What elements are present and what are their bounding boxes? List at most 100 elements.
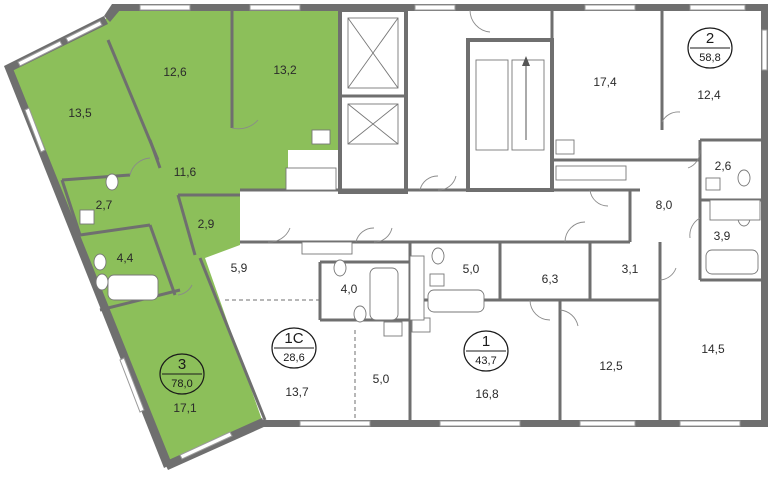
window-icon [24, 107, 46, 153]
kitchen-counter [409, 255, 425, 321]
room-area-label: 14,5 [701, 342, 725, 356]
room-area-label: 4,4 [117, 251, 134, 265]
apartment-badge-1[interactable]: 1 43,7 [463, 330, 509, 372]
apartment-total-area: 43,7 [475, 355, 496, 367]
room-area-label: 4,0 [341, 282, 358, 296]
wall-segment [4, 66, 172, 468]
elevator-icon [347, 103, 399, 145]
door-swing-icon [355, 227, 375, 243]
wall-segment [79, 223, 151, 237]
toilet-icon [105, 173, 119, 191]
bathtub-icon [705, 249, 759, 275]
wall-segment [761, 4, 768, 427]
door-swing-icon [267, 227, 291, 243]
apartment-badge-3[interactable]: 3 78,0 [159, 353, 205, 395]
room-area-label: 2,9 [198, 217, 215, 231]
toilet-icon [95, 273, 109, 291]
window-icon [439, 420, 521, 427]
room-area-label: 12,4 [697, 88, 721, 102]
kitchen-counter [301, 241, 353, 255]
room-area-label: 16,8 [475, 387, 499, 401]
wall-segment [106, 39, 160, 161]
sink-icon [311, 129, 331, 145]
door-swing-icon [129, 157, 151, 176]
room-area-label: 2,7 [96, 198, 113, 212]
room-area-label: 17,4 [593, 75, 617, 89]
apartment-total-area: 58,8 [699, 52, 720, 64]
window-icon [584, 4, 636, 11]
bathtub-icon [369, 267, 399, 321]
door-swing-icon [559, 309, 579, 327]
wall-segment [176, 194, 197, 256]
room-area-label: 11,6 [174, 165, 197, 179]
wall-segment [148, 139, 162, 169]
badge-outline [271, 327, 317, 369]
badge-outline [159, 353, 205, 395]
room-area-label: 3,9 [714, 229, 731, 243]
door-swing-icon [231, 119, 259, 130]
window-icon [579, 420, 636, 427]
elevator-shaft [338, 8, 408, 194]
sink-icon [79, 209, 95, 225]
toilet-icon [431, 247, 445, 265]
apartment-number: 3 [178, 356, 186, 373]
toilet-icon [333, 259, 347, 277]
room-area-label: 12,5 [599, 359, 623, 373]
room-area-label: 13,5 [68, 106, 92, 120]
door-swing-icon [373, 227, 393, 243]
room-area-label: 6,3 [542, 272, 559, 286]
elevator-icon [347, 17, 399, 89]
room-area-label: 2,6 [715, 159, 732, 173]
door-swing-icon [564, 221, 586, 243]
door-swing-icon [589, 189, 609, 207]
sink-icon [429, 273, 445, 287]
bathtub-icon [427, 289, 485, 313]
sink-icon [555, 139, 575, 155]
room-area-label: 13,7 [285, 385, 309, 399]
apartment-badge-1c[interactable]: 1С 28,6 [271, 327, 317, 369]
stairs [475, 59, 545, 151]
door-swing-icon [687, 149, 701, 169]
window-icon [679, 420, 741, 427]
toilet-icon [737, 169, 751, 187]
door-swing-icon [661, 111, 681, 123]
window-icon [761, 29, 768, 71]
wall-segment [198, 257, 267, 421]
toilet-icon [93, 253, 107, 271]
wall-segment [148, 224, 177, 296]
apartment-number: 1 [482, 333, 490, 350]
badge-outline [463, 330, 509, 372]
room-area-label: 3,1 [622, 262, 639, 276]
kitchen-counter [285, 167, 337, 191]
window-icon [414, 4, 456, 11]
wall-segment [61, 173, 131, 182]
room-area-label: 12,6 [163, 65, 187, 79]
sink-icon [383, 321, 403, 337]
door-swing-icon [529, 299, 551, 321]
door-swing-icon [437, 175, 457, 191]
windows [17, 4, 768, 460]
stair-arrow-icon [522, 56, 530, 140]
window-icon [119, 357, 145, 413]
door-swing-icon [469, 9, 491, 33]
toilet-icon [353, 305, 367, 323]
room-area-label: 5,9 [231, 261, 248, 275]
window-icon [689, 4, 746, 11]
window-icon [249, 4, 301, 11]
room-area-label: 5,0 [463, 262, 480, 276]
window-icon [299, 420, 371, 427]
apartment-number: 2 [706, 30, 714, 47]
badge-outline [687, 27, 733, 69]
apartment-badge-2[interactable]: 2 58,8 [687, 27, 733, 69]
window-icon [139, 4, 191, 11]
room-labels: 13,5 12,6 13,2 11,6 2,7 2,9 4,4 17,1 5,9… [68, 63, 731, 415]
door-swing-icon [177, 284, 193, 296]
apartment-total-area: 28,6 [283, 352, 304, 364]
window-icon [179, 431, 233, 460]
kitchen-counter [709, 199, 761, 221]
room-area-label: 13,2 [273, 63, 297, 77]
door-swing-icon [689, 217, 701, 239]
door-swing-icon [419, 175, 439, 191]
